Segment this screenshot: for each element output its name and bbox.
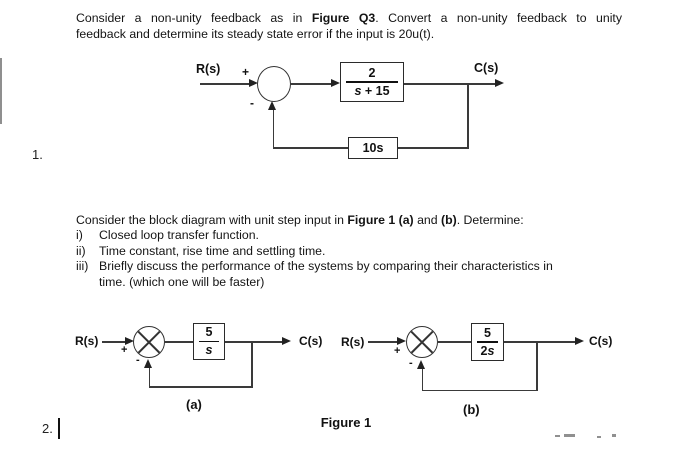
- da-den-s: s: [205, 343, 213, 358]
- da-feedback-arrowhead: [144, 359, 152, 368]
- db-feedback-arrowhead: [417, 360, 425, 369]
- problem1-paragraph: Consider a non-unity feedback as in Figu…: [76, 11, 622, 43]
- db-summing-junction: [406, 326, 438, 358]
- problem2-intro-seg2: and: [413, 213, 442, 227]
- d1-fraction-bar: [346, 81, 398, 83]
- list-item-iii-line2: time. (which one will be faster): [99, 274, 265, 289]
- db-feedback-rise-line: [421, 368, 424, 390]
- problem2-block: Consider the block diagram with unit ste…: [76, 213, 624, 290]
- db-block: 5 2s: [471, 323, 504, 361]
- d1-forward-line: [290, 83, 333, 85]
- problem2-figure-ref-b: (b): [441, 213, 457, 227]
- clipped-text-fragment: [555, 435, 560, 437]
- da-block-numerator: 5: [205, 325, 213, 340]
- da-block-denominator: s: [206, 343, 213, 357]
- problem2-intro: Consider the block diagram with unit ste…: [76, 213, 624, 228]
- db-minus-sign: -: [409, 357, 413, 369]
- d1-feedback-rise-line: [272, 109, 275, 148]
- d1-feedback-block: 10s: [348, 137, 398, 159]
- da-feedback-drop-line: [251, 342, 253, 387]
- d1-den-rest: + 15: [361, 83, 390, 98]
- da-summing-junction: [133, 326, 165, 358]
- problem1-figure-ref: Figure Q3: [311, 11, 376, 25]
- db-plus-sign: +: [394, 345, 401, 357]
- db-forward-line: [438, 341, 472, 343]
- problem1-text-line1: Consider a non-unity feedback as in Figu…: [76, 11, 622, 27]
- problem1-text-line2: feedback and determine its steady state …: [76, 26, 435, 41]
- da-feedback-rise-line: [148, 367, 151, 387]
- d1-forward-block: 2 s + 15: [340, 62, 404, 102]
- da-input-line: [102, 341, 128, 343]
- db-block-numerator: 5: [484, 325, 491, 340]
- list-item-iii-text: Briefly discuss the performance of the s…: [99, 259, 624, 290]
- d1-input-arrowhead: [249, 79, 258, 87]
- list-number-2: 2.: [42, 421, 53, 436]
- clipped-text-fragment: [597, 436, 601, 438]
- db-output-arrowhead: [575, 337, 584, 345]
- db-input-line: [368, 341, 399, 343]
- da-output-arrowhead: [282, 337, 291, 345]
- list-item-iii: iii) Briefly discuss the performance of …: [76, 259, 624, 290]
- da-input-label: R(s): [75, 334, 99, 348]
- db-block-denominator: 2s: [481, 344, 495, 358]
- problem2-figure-ref-a: Figure 1 (a): [347, 213, 414, 227]
- problem2-intro-seg1: Consider the block diagram with unit ste…: [76, 213, 348, 227]
- list-item-i-text: Closed loop transfer function.: [99, 228, 259, 243]
- db-caption: (b): [463, 402, 480, 417]
- problem1-text-seg2: . Convert a non-unity feedback to unity: [375, 11, 622, 25]
- db-output-label: C(s): [589, 334, 613, 348]
- d1-input-line: [200, 83, 251, 85]
- list-item-i-marker: i): [76, 228, 83, 243]
- db-den-pre: 2: [480, 343, 488, 358]
- da-block: 5 s: [193, 323, 225, 360]
- d1-plus-sign: +: [242, 65, 250, 79]
- d1-output-label: C(s): [474, 61, 499, 75]
- d1-input-label: R(s): [196, 62, 221, 76]
- d1-forward-block-numerator: 2: [368, 65, 376, 80]
- d1-output-arrowhead: [495, 79, 504, 87]
- d1-forward-block-denominator: s + 15: [354, 84, 389, 98]
- da-output-label: C(s): [299, 334, 323, 348]
- db-output-line: [504, 341, 576, 343]
- db-den-s: s: [487, 343, 495, 358]
- db-feedback-line: [422, 389, 537, 392]
- da-input-arrowhead: [125, 337, 134, 345]
- list-item-iii-line1: Briefly discuss the performance of the s…: [99, 259, 553, 274]
- list-item-ii-text: Time constant, rise time and settling ti…: [99, 243, 326, 258]
- d1-output-line: [404, 83, 496, 85]
- text-cursor: [58, 418, 60, 439]
- d1-feedback-drop-line: [467, 84, 469, 148]
- list-item-ii-marker: ii): [76, 243, 86, 258]
- scan-edge-artifact: [0, 58, 2, 124]
- list-item-i: i) Closed loop transfer function.: [76, 228, 624, 243]
- da-minus-sign: -: [136, 354, 140, 366]
- da-output-line: [225, 341, 283, 343]
- db-fraction-bar: [477, 341, 498, 343]
- db-input-label: R(s): [341, 335, 365, 349]
- list-number-1: 1.: [32, 147, 43, 162]
- db-feedback-drop-line: [536, 342, 538, 391]
- figure1-caption: Figure 1: [320, 415, 372, 430]
- d1-summing-junction: [257, 66, 291, 102]
- problem1-text-seg1: Consider a non-unity feedback as in: [76, 11, 312, 25]
- db-input-arrowhead: [397, 337, 406, 345]
- d1-feedback-arrowhead: [268, 101, 276, 110]
- list-item-iii-marker: iii): [76, 259, 89, 274]
- clipped-text-fragment: [564, 434, 575, 437]
- problem2-intro-seg3: . Determine:: [456, 213, 524, 227]
- d1-feedback-block-label: 10s: [362, 140, 384, 155]
- list-item-ii: ii) Time constant, rise time and settlin…: [76, 244, 624, 259]
- da-fraction-bar: [199, 340, 219, 343]
- da-plus-sign: +: [121, 344, 128, 356]
- da-forward-line: [165, 341, 194, 343]
- d1-forward-arrowhead: [331, 79, 340, 87]
- clipped-text-fragment: [612, 434, 616, 437]
- d1-minus-sign: -: [250, 96, 254, 110]
- da-feedback-line: [149, 386, 253, 388]
- da-caption: (a): [186, 397, 202, 412]
- d1-den-s: s: [354, 83, 362, 98]
